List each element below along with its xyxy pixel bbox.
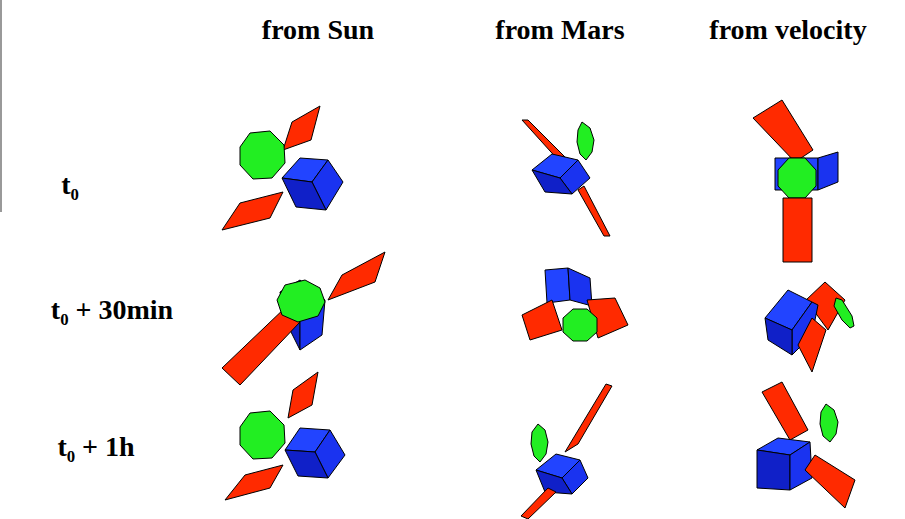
spacecraft-velocity-t0: [753, 100, 838, 262]
spacecraft-velocity-30min: [765, 282, 854, 372]
row-label: t₀ + 1h: [57, 431, 134, 463]
column-header: from Sun: [262, 14, 374, 46]
spacecraft-sun-t0: [222, 106, 343, 230]
column-header: from Mars: [495, 14, 624, 46]
spacecraft-sun-30min: [222, 252, 385, 385]
spacecraft-sun-1h: [225, 372, 345, 500]
row-label: t₀: [61, 169, 79, 201]
spacecraft-velocity-1h: [757, 382, 855, 508]
spacecraft-mars-t0: [522, 120, 610, 236]
spacecraft-mars-30min: [522, 268, 628, 341]
spacecraft-mars-1h: [521, 384, 612, 519]
row-label: t₀ + 30min: [51, 294, 173, 326]
column-header: from velocity: [709, 14, 866, 46]
